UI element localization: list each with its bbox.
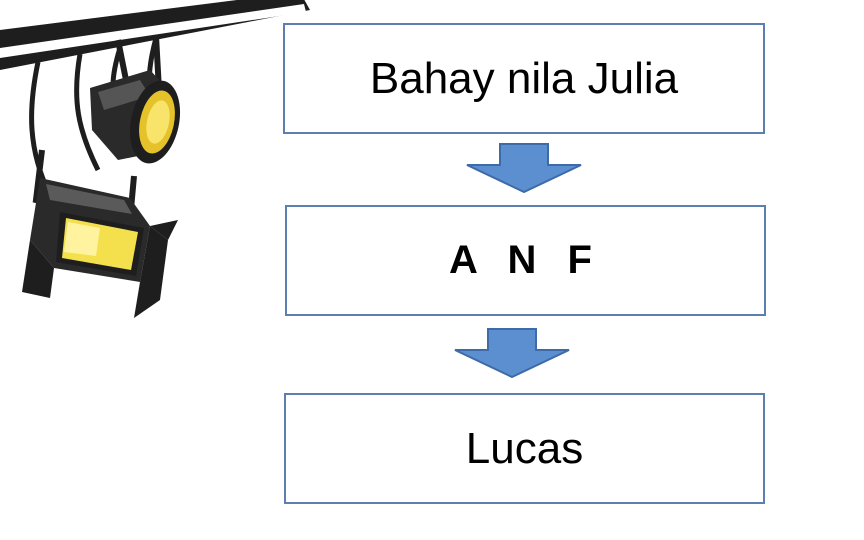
flow-box-house-label: Bahay nila Julia [370, 54, 678, 104]
flow-box-anf: A N F [285, 205, 766, 316]
flow-box-lucas: Lucas [284, 393, 765, 504]
stage-spotlights-icon [0, 0, 310, 330]
arrow-down-icon [454, 328, 570, 378]
flow-box-house: Bahay nila Julia [283, 23, 765, 134]
flow-box-anf-label: A N F [449, 238, 602, 283]
flow-box-lucas-label: Lucas [466, 424, 583, 474]
arrow-down-icon [466, 143, 582, 193]
